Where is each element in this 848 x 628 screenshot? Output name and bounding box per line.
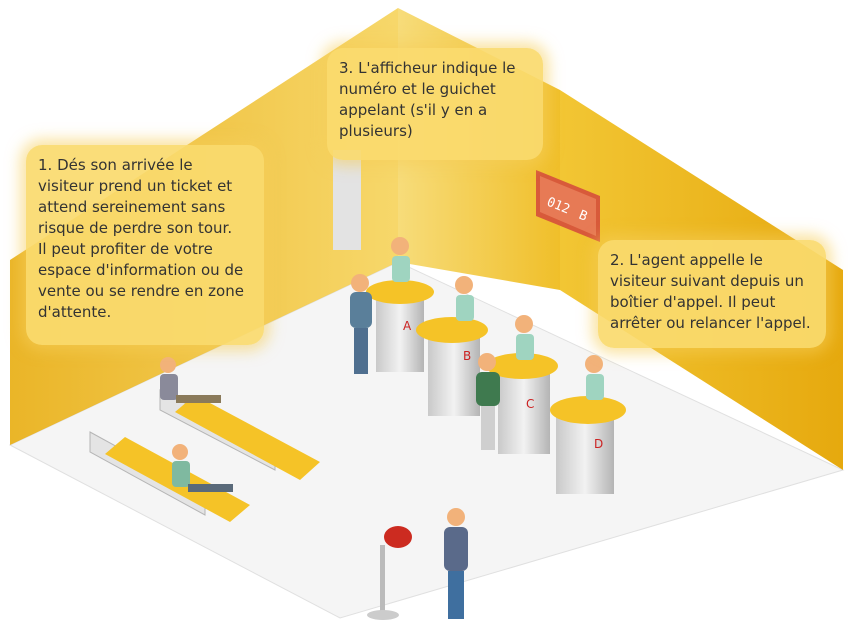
step2-callout: 2. L'agent appelle le visiteur suivant d… (598, 240, 826, 348)
counter-d: D (550, 396, 626, 494)
visitors-at-counters (350, 274, 500, 450)
agents (391, 237, 604, 400)
pillar (333, 150, 361, 250)
step3-text: 3. L'afficheur indique le numéro et le g… (339, 59, 516, 140)
ticket-visitor (444, 508, 468, 619)
ticket-dispenser (367, 526, 412, 620)
step3-callout: 3. L'afficheur indique le numéro et le g… (327, 48, 543, 160)
display-board: 012 B (536, 170, 600, 242)
waiting-chairs (89, 389, 320, 522)
step1-text-line1: 1. Dés son arrivée le visiteur prend un … (38, 156, 233, 237)
step1-callout: 1. Dés son arrivée le visiteur prend un … (26, 145, 264, 345)
counter-b: B (416, 317, 488, 416)
counter-a: A (366, 280, 434, 372)
seated-visitors (160, 357, 233, 492)
counter-label-a: A (403, 319, 412, 333)
counter-label-c: C (526, 397, 534, 411)
step1-text-line2: Il peut profiter de votre espace d'infor… (38, 240, 244, 321)
counter-c: C (486, 353, 558, 454)
step2-text: 2. L'agent appelle le visiteur suivant d… (610, 251, 811, 332)
counter-label-d: D (594, 437, 603, 451)
counter-label-b: B (463, 349, 471, 363)
